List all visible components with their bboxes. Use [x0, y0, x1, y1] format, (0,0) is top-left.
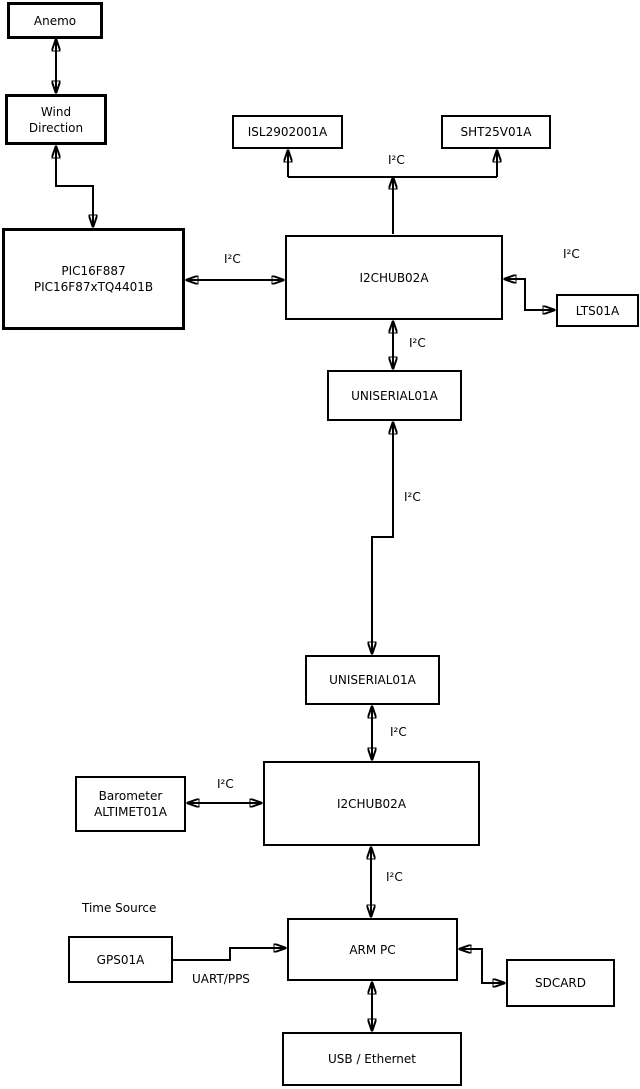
edge-hub1-lts [504, 279, 555, 310]
node-i2chub02a-lower: I2CHUB02A [263, 761, 480, 846]
node-sdcard-label: SDCARD [534, 976, 587, 990]
node-sht25v01a-label: SHT25V01A [460, 125, 532, 139]
edge-winddirection-pic [56, 146, 93, 227]
edge-label-i2c-barometer-hub2: I²C [217, 777, 234, 791]
edge-label-i2c-hub1-lts: I²C [563, 247, 580, 261]
edge-uniserial1-uniserial2 [372, 422, 393, 654]
node-arm-pc: ARM PC [287, 918, 458, 981]
node-usb-ethernet: USB / Ethernet [282, 1032, 462, 1086]
edge-armpc-sdcard [459, 949, 505, 983]
edge-label-i2c-pic-hub1: I²C [224, 252, 241, 266]
node-uniserial01a-upper-label: UNISERIAL01A [351, 388, 438, 403]
node-sht25v01a: SHT25V01A [441, 115, 551, 149]
edge-label-uart-pps: UART/PPS [192, 972, 250, 986]
node-arm-pc-label: ARM PC [349, 942, 396, 957]
node-anemo: Anemo [7, 2, 103, 39]
node-uniserial01a-lower-label: UNISERIAL01A [329, 673, 416, 687]
node-wind-direction-label-line1: Wind [40, 104, 72, 119]
node-gps01a-label: GPS01A [96, 952, 145, 967]
edge-label-i2c-sensor-bus: I²C [388, 153, 405, 167]
edge-label-i2c-uniserial2-hub2: I²C [390, 725, 407, 739]
node-wind-direction-label-line2: Direction [28, 120, 84, 135]
node-barometer-label-line2: ALTIMET01A [94, 805, 167, 819]
edge-gps-armpc [173, 948, 286, 961]
node-uniserial01a-lower: UNISERIAL01A [305, 655, 440, 705]
node-pic16f887: PIC16F887 PIC16F87xTQ4401B [2, 228, 185, 330]
node-isl2902001a-label: ISL2902001A [247, 125, 328, 139]
node-sdcard: SDCARD [506, 959, 615, 1007]
node-lts01a-label: LTS01A [575, 303, 620, 318]
node-i2chub02a-upper-label: I2CHUB02A [359, 270, 429, 285]
edge-label-i2c-uniserial-link: I²C [404, 490, 421, 504]
node-pic16f887-label-line1: PIC16F887 [61, 264, 126, 278]
node-usb-ethernet-label: USB / Ethernet [328, 1052, 416, 1066]
node-i2chub02a-upper: I2CHUB02A [285, 235, 503, 320]
edge-label-time-source: Time Source [82, 901, 157, 915]
node-barometer-altimet01a: Barometer ALTIMET01A [75, 776, 186, 832]
node-gps01a: GPS01A [68, 936, 173, 983]
node-isl2902001a: ISL2902001A [232, 115, 343, 149]
node-anemo-label: Anemo [33, 13, 77, 28]
edge-label-i2c-hub2-armpc: I²C [386, 870, 403, 884]
node-wind-direction: Wind Direction [5, 94, 107, 145]
node-pic16f887-label-line2: PIC16F87xTQ4401B [33, 280, 154, 294]
edge-label-i2c-hub1-uniserial1: I²C [409, 336, 426, 350]
node-i2chub02a-lower-label: I2CHUB02A [336, 796, 407, 811]
node-uniserial01a-upper: UNISERIAL01A [327, 370, 462, 421]
node-barometer-label-line1: Barometer [98, 789, 163, 803]
node-lts01a: LTS01A [556, 294, 639, 327]
